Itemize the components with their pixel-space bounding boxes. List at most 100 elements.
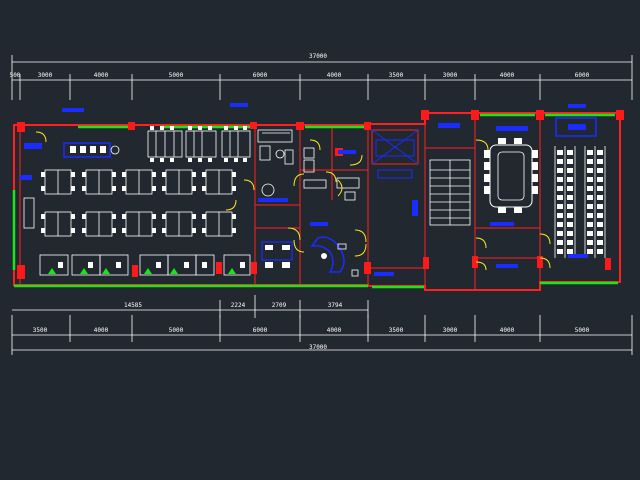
training-seat bbox=[587, 186, 593, 191]
training-seat bbox=[587, 195, 593, 200]
training-seat bbox=[567, 177, 573, 182]
training-seat bbox=[597, 177, 603, 182]
top-seg-label: 500 bbox=[10, 72, 21, 79]
bottom-desk-row bbox=[39, 254, 251, 276]
training-seat bbox=[587, 177, 593, 182]
training-seat bbox=[557, 159, 563, 164]
mid-dim-label: 2709 bbox=[272, 302, 287, 309]
training-seat bbox=[597, 168, 603, 173]
room-tag bbox=[310, 222, 328, 226]
bottom-seg-label: 6000 bbox=[253, 327, 268, 334]
training-seat bbox=[597, 159, 603, 164]
bottom-seg-label: 3500 bbox=[389, 327, 404, 334]
top-seg-label: 6000 bbox=[253, 72, 268, 79]
top-seg-label: 4000 bbox=[94, 72, 109, 79]
top-dimension-chain: 37000 500 3000 4000 5000 6000 4000 3500 … bbox=[10, 53, 633, 100]
training-seat bbox=[597, 231, 603, 236]
bottom-desk-chairs bbox=[58, 262, 245, 268]
room-tag bbox=[20, 175, 32, 180]
training-seat bbox=[587, 222, 593, 227]
training-seat bbox=[557, 186, 563, 191]
training-seat bbox=[567, 204, 573, 209]
training-seat bbox=[587, 240, 593, 245]
training-seat bbox=[597, 204, 603, 209]
bottom-seg-label: 4000 bbox=[327, 327, 342, 334]
top-seg-label: 3000 bbox=[38, 72, 53, 79]
room-tag bbox=[338, 150, 356, 154]
training-seat bbox=[587, 231, 593, 236]
training-seat bbox=[567, 168, 573, 173]
room-tag bbox=[258, 198, 288, 202]
top-seg-label: 4000 bbox=[500, 72, 515, 79]
top-seg-label: 3500 bbox=[389, 72, 404, 79]
top-seg-label: 3000 bbox=[443, 72, 458, 79]
bottom-total-label: 37000 bbox=[309, 344, 327, 351]
top-row-desks bbox=[147, 130, 251, 158]
workstation-cluster bbox=[44, 169, 233, 237]
training-seat bbox=[567, 195, 573, 200]
training-seat bbox=[587, 213, 593, 218]
top-row-chairs bbox=[150, 126, 247, 162]
mid-dim-label: 3794 bbox=[328, 302, 343, 309]
training-seat bbox=[567, 222, 573, 227]
mid-dim-label: 2224 bbox=[231, 302, 246, 309]
room-tag bbox=[230, 103, 248, 107]
training-seats bbox=[557, 150, 603, 254]
reception-counter bbox=[63, 142, 120, 158]
toilet-block bbox=[303, 147, 360, 201]
training-room bbox=[496, 104, 606, 268]
room-tag bbox=[374, 272, 394, 276]
training-seat bbox=[567, 249, 573, 254]
training-seat bbox=[587, 159, 593, 164]
training-seat bbox=[567, 150, 573, 155]
training-seat bbox=[587, 204, 593, 209]
pantry bbox=[257, 129, 294, 197]
training-seat bbox=[557, 150, 563, 155]
training-seat bbox=[567, 231, 573, 236]
door-swings bbox=[35, 131, 551, 271]
training-seat bbox=[597, 213, 603, 218]
training-seat bbox=[597, 222, 603, 227]
top-seg-label: 6000 bbox=[575, 72, 590, 79]
training-seat bbox=[557, 195, 563, 200]
top-seg-label: 5000 bbox=[169, 72, 184, 79]
training-seat bbox=[597, 150, 603, 155]
training-seat bbox=[587, 249, 593, 254]
lift-lobby bbox=[371, 129, 419, 216]
lounge-counter bbox=[310, 236, 359, 277]
training-seat bbox=[557, 222, 563, 227]
plant-icons bbox=[48, 268, 236, 274]
office-chairs bbox=[41, 172, 236, 233]
training-seat bbox=[567, 186, 573, 191]
training-seat bbox=[557, 168, 563, 173]
mid-dim-label: 14585 bbox=[124, 302, 142, 309]
training-seat bbox=[557, 240, 563, 245]
staircase bbox=[429, 123, 471, 226]
training-seat bbox=[567, 240, 573, 245]
structural-columns bbox=[17, 110, 624, 279]
middle-rooms bbox=[257, 129, 419, 277]
room-tag bbox=[24, 143, 42, 149]
top-seg-label: 4000 bbox=[327, 72, 342, 79]
training-seat bbox=[597, 249, 603, 254]
training-seat bbox=[567, 213, 573, 218]
training-seat bbox=[557, 204, 563, 209]
bottom-seg-label: 4000 bbox=[94, 327, 109, 334]
open-office-area bbox=[20, 103, 251, 276]
room-tag bbox=[62, 108, 84, 112]
outer-walls bbox=[13, 112, 621, 291]
training-seat bbox=[557, 231, 563, 236]
training-seat bbox=[567, 159, 573, 164]
training-seat bbox=[587, 168, 593, 173]
training-seat bbox=[557, 213, 563, 218]
training-seat bbox=[557, 249, 563, 254]
bottom-seg-label: 5000 bbox=[575, 327, 590, 334]
training-seat bbox=[557, 177, 563, 182]
top-total-label: 37000 bbox=[309, 53, 327, 60]
training-seat bbox=[597, 195, 603, 200]
bottom-seg-label: 5000 bbox=[169, 327, 184, 334]
meeting-room bbox=[484, 126, 538, 226]
training-seat bbox=[597, 186, 603, 191]
training-seat bbox=[597, 240, 603, 245]
